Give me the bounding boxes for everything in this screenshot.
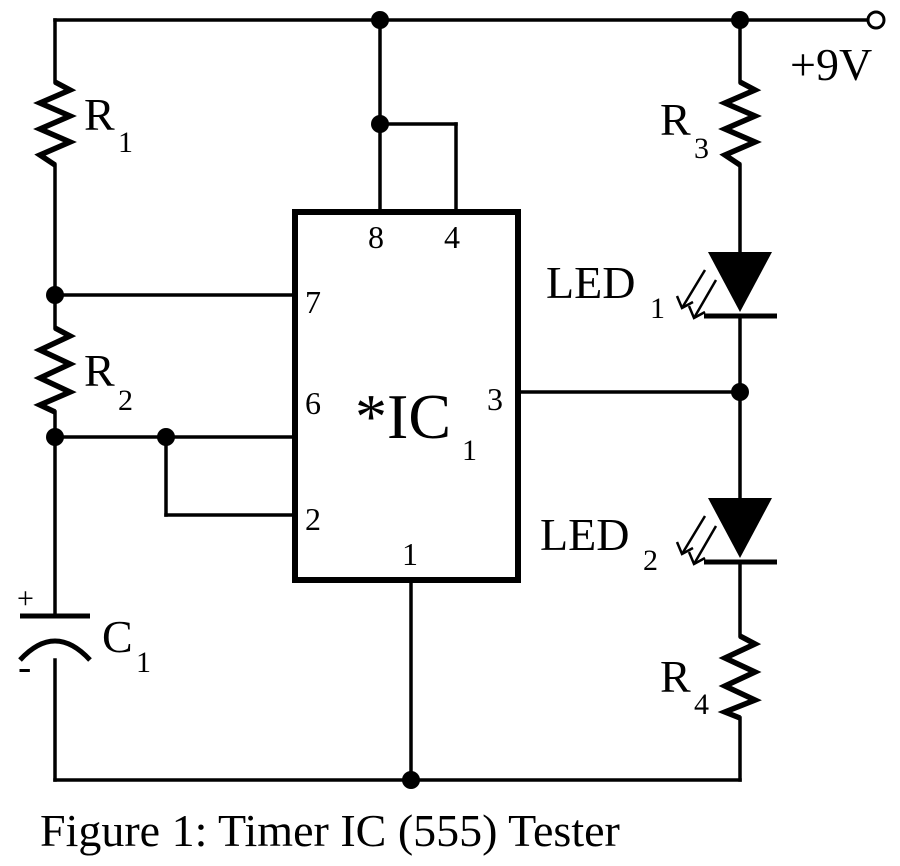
c1-minus-sign: - — [18, 644, 31, 689]
c1-plate-negative — [18, 638, 92, 662]
r2-label: R 2 — [84, 345, 133, 417]
r2-resistor — [33, 325, 77, 415]
junctions — [46, 11, 749, 789]
r3-sub: 3 — [694, 132, 709, 165]
pin-6-label: 6 — [305, 385, 321, 421]
pin-8-label: 8 — [368, 219, 384, 255]
led1-name: LED — [546, 257, 635, 308]
junction-dot — [402, 771, 420, 789]
r3-name: R — [660, 94, 691, 145]
ic1-sub: 1 — [462, 434, 477, 467]
led1-triangle — [708, 252, 772, 312]
c1-label: C 1 — [102, 611, 151, 679]
pin-2-label: 2 — [305, 501, 321, 537]
junction-dot — [731, 11, 749, 29]
junction-dot — [371, 11, 389, 29]
r2-name: R — [84, 345, 115, 396]
c1-sub: 1 — [136, 646, 151, 679]
led2-label: LED 2 — [540, 509, 658, 577]
junction-dot — [371, 115, 389, 133]
junction-dot — [731, 383, 749, 401]
r4-label: R 4 — [660, 651, 709, 721]
led2-sub: 2 — [643, 544, 658, 577]
led1-diode — [675, 252, 777, 320]
figure-caption: Figure 1: Timer IC (555) Tester — [40, 805, 620, 856]
r3-resistor — [718, 79, 762, 168]
led1-sub: 1 — [650, 292, 665, 325]
r4-name: R — [660, 651, 691, 702]
r2-sub: 2 — [118, 384, 133, 417]
r1-sub: 1 — [118, 126, 133, 159]
pin-1-label: 1 — [402, 536, 418, 572]
r1-name: R — [84, 89, 115, 140]
pin-4-label: 4 — [444, 219, 460, 255]
led2-diode — [675, 498, 777, 566]
r3-label: R 3 — [660, 94, 709, 165]
junction-dot — [46, 428, 64, 446]
led2-triangle — [708, 498, 772, 558]
led2-name: LED — [540, 509, 629, 560]
ic1-label: *IC 1 — [355, 381, 477, 467]
supply-terminal — [866, 10, 886, 30]
r4-sub: 4 — [694, 688, 709, 721]
supply-label: +9V — [790, 39, 872, 90]
c1-plus-sign: + — [17, 582, 34, 615]
pin-3-label: 3 — [487, 381, 503, 417]
r1-resistor — [33, 79, 77, 168]
ic1-name: *IC — [355, 381, 451, 452]
r4-resistor — [717, 633, 762, 721]
pin-7-label: 7 — [305, 284, 321, 320]
c1-name: C — [102, 611, 133, 662]
ic1-body — [292, 209, 521, 583]
c1-capacitor — [18, 613, 92, 662]
led2-light-arrows — [675, 515, 718, 566]
led1-light-arrows — [675, 269, 718, 320]
junction-dot — [157, 428, 175, 446]
led1-label: LED 1 — [546, 257, 665, 325]
r1-label: R 1 — [84, 89, 133, 159]
junction-dot — [46, 286, 64, 304]
